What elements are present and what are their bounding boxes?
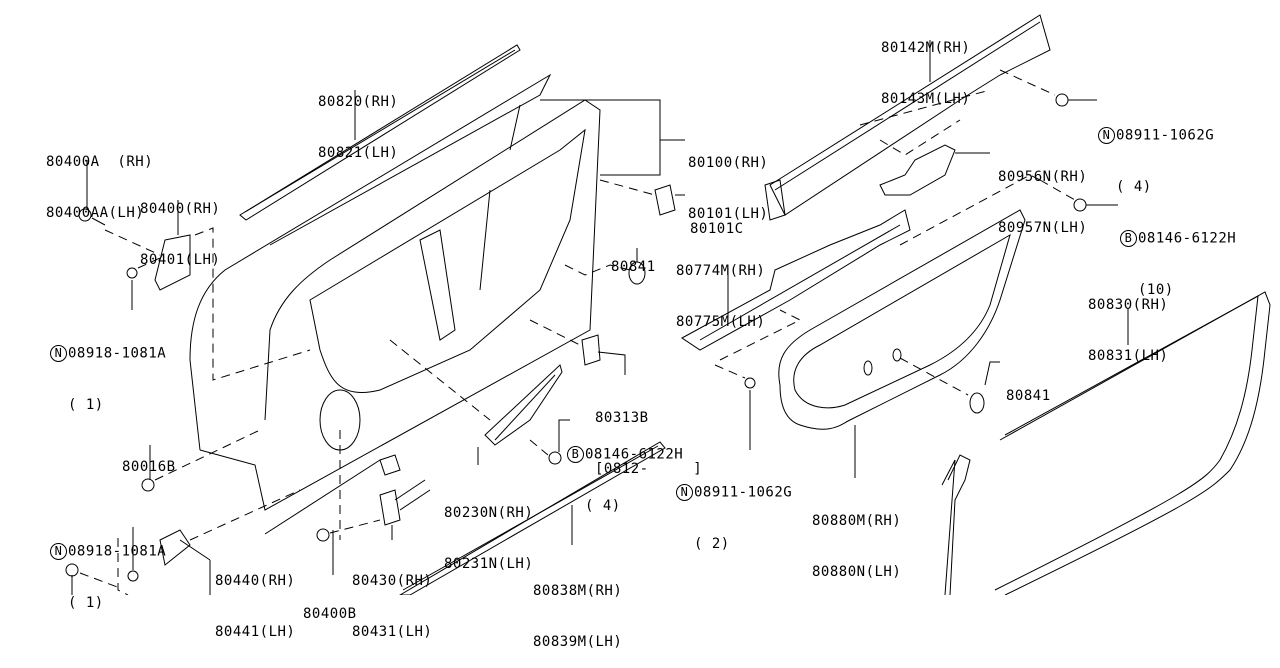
part-label-striker-switch[interactable]: 80313B [0812- ] <box>595 376 702 495</box>
part-number-lh: 80231N(LH) <box>444 556 534 572</box>
part-number: 80016B <box>122 459 176 475</box>
part-label-outer-molding[interactable]: 80820(RH) 80821(LH) <box>318 60 398 179</box>
part-number: 08918-1081A <box>68 345 167 362</box>
part-number-rh: 80774M(RH) <box>676 263 766 279</box>
part-number-rh: 80820(RH) <box>318 94 399 110</box>
quantity: ( 1) <box>68 396 104 413</box>
part-number-lh: 80101(LH) <box>688 206 769 222</box>
quantity: ( 2) <box>694 535 730 552</box>
reinforcement-drawing[interactable] <box>681 209 911 361</box>
part-label-lower-weatherstrip[interactable]: 80838M(RH) 80839M(LH) <box>533 549 622 668</box>
check-link-drawing[interactable] <box>316 430 431 575</box>
serial-range: [0812- ] <box>595 461 703 477</box>
n-badge-icon: N <box>676 484 693 501</box>
part-label-inner-seal[interactable]: 80880M(RH) 80880N(LH) <box>812 479 901 598</box>
part-number-lh: 80431(LH) <box>352 624 433 640</box>
part-number-lh: 80441(LH) <box>215 624 296 640</box>
part-number-lh: 80821(LH) <box>318 145 399 161</box>
part-number-lh: 80400AA(LH) <box>46 205 145 221</box>
part-label-lower-hinge[interactable]: 80440(RH) 80441(LH) <box>215 539 295 658</box>
upper-hinge-drawing[interactable] <box>78 160 311 381</box>
part-label-door-panel[interactable]: 80100(RH) 80101(LH) <box>688 121 768 240</box>
part-number-lh: 80839M(LH) <box>533 634 623 650</box>
n-badge-icon: N <box>1098 127 1115 144</box>
part-number: 80841 <box>1006 388 1051 404</box>
part-number-rh: 80400A (RH) <box>46 154 154 170</box>
part-number: 80313B <box>595 410 649 426</box>
part-number-rh: 80838M(RH) <box>533 583 623 599</box>
part-number-rh: 80142M(RH) <box>881 40 971 56</box>
part-number: 08146-6122H <box>1138 230 1237 247</box>
part-number-lh: 80957N(LH) <box>998 220 1088 236</box>
part-label-hinge-bolt[interactable]: 80400A (RH) 80400AA(LH) <box>46 120 153 239</box>
part-number-lh: 80880N(LH) <box>812 564 902 580</box>
n-badge-icon: N <box>50 345 67 362</box>
inner-seal-drawing[interactable] <box>714 209 1026 478</box>
part-label-door-bracket[interactable]: 80101C <box>690 187 744 255</box>
part-label-sash-bracket[interactable]: 80230N(RH) 80231N(LH) <box>444 471 533 590</box>
part-number: 80400B <box>303 606 357 622</box>
door-weatherstrip-drawing[interactable] <box>941 291 1271 595</box>
part-number: 08146-6122H <box>585 446 684 463</box>
part-number-rh: 80100(RH) <box>688 155 769 171</box>
sash-bracket-drawing[interactable] <box>389 339 570 465</box>
quantity: ( 1) <box>68 594 104 611</box>
striker-switch-drawing[interactable] <box>529 248 646 375</box>
part-label-check-bolt[interactable]: 80400B <box>303 572 357 640</box>
part-number: 08918-1081A <box>68 543 167 560</box>
n-badge-icon: N <box>50 543 67 560</box>
part-number: 08911-1062G <box>694 484 793 501</box>
b-badge-icon: B <box>1120 230 1137 247</box>
parts-diagram <box>65 14 1271 595</box>
part-number-lh: 80831(LH) <box>1088 348 1169 364</box>
part-number-lh: 80401(LH) <box>140 252 221 268</box>
part-number-rh: 80880M(RH) <box>812 513 902 529</box>
quantity: (10) <box>1138 281 1174 298</box>
part-label-hinge-nut[interactable]: 80016B <box>122 425 176 493</box>
quantity: ( 4) <box>1116 178 1152 195</box>
part-number-rh: 80830(RH) <box>1088 297 1169 313</box>
part-label-door-weatherstrip[interactable]: 80830(RH) 80831(LH) <box>1088 263 1168 382</box>
part-label-reinforcement[interactable]: 80774M(RH) 80775M(LH) <box>676 229 765 348</box>
part-label-impact-beam[interactable]: 80142M(RH) 80143M(LH) <box>881 6 970 125</box>
part-label-plug-rear[interactable]: 80841 <box>1006 354 1051 422</box>
part-label-upper-hinge[interactable]: 80400(RH) 80401(LH) <box>140 167 220 286</box>
part-label-beam-bracket[interactable]: 80956N(RH) 80957N(LH) <box>998 135 1087 254</box>
part-label-plug-front[interactable]: 80841 <box>611 225 656 293</box>
part-number-lh: 80775M(LH) <box>676 314 766 330</box>
part-number-rh: 80400(RH) <box>140 201 221 217</box>
lower-weatherstrip-drawing[interactable] <box>399 441 666 595</box>
part-number-lh: 80143M(LH) <box>881 91 971 107</box>
quantity: ( 4) <box>585 497 621 514</box>
part-number: 80841 <box>611 259 656 275</box>
part-label-check-link[interactable]: 80430(RH) 80431(LH) <box>352 539 432 658</box>
part-number: 80101C <box>690 221 744 237</box>
b-badge-icon: B <box>567 446 584 463</box>
part-number-rh: 80430(RH) <box>352 573 433 589</box>
part-number: 08911-1062G <box>1116 127 1215 144</box>
impact-beam-drawing[interactable] <box>764 14 1097 221</box>
part-number-rh: 80230N(RH) <box>444 505 534 521</box>
lower-hinge-drawing[interactable] <box>65 429 381 595</box>
beam-bracket-drawing[interactable] <box>879 119 1118 246</box>
part-number-rh: 80440(RH) <box>215 573 296 589</box>
part-number-rh: 80956N(RH) <box>998 169 1088 185</box>
outer-molding-drawing[interactable] <box>239 44 521 221</box>
